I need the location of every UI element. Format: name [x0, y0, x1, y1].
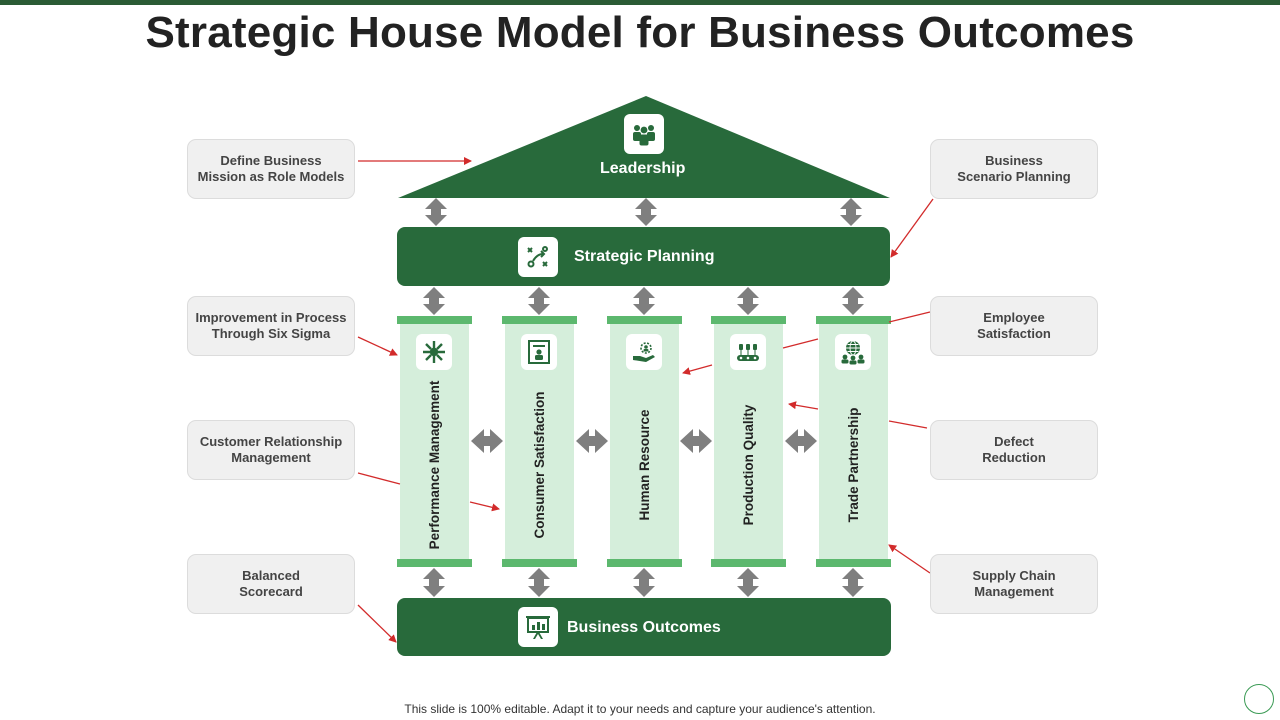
connector-supply-chain	[888, 544, 931, 574]
planning-pillar-arrow-4	[737, 287, 759, 315]
pillar-link-arrow-2	[576, 429, 608, 453]
pillar-link-arrow-4	[785, 429, 817, 453]
pillar-foundation-arrow-4	[737, 568, 759, 597]
planning-pillar-arrow-1	[423, 287, 445, 315]
planning-pillar-arrow-5	[842, 287, 864, 315]
connector-employee	[888, 311, 931, 323]
customer-board-icon	[521, 334, 557, 370]
pillar-link-arrow-1	[471, 429, 503, 453]
callout-customer-relationship: Customer Relationship Management	[187, 420, 355, 480]
pillar-link-arrow-3	[680, 429, 712, 453]
callout-six-sigma: Improvement in Process Through Six Sigma	[187, 296, 355, 356]
pillar-3-label: Human Resource	[637, 409, 652, 521]
slide-title: Strategic House Model for Business Outco…	[145, 8, 1135, 57]
production-line-icon	[730, 334, 766, 370]
top-accent-bar	[0, 0, 1280, 5]
roof-label: Leadership	[600, 160, 686, 177]
hand-person-icon	[626, 334, 662, 370]
callout-supply-chain: Supply Chain Management	[930, 554, 1098, 614]
pillar-2-label: Consumer Satisfaction	[532, 391, 547, 539]
planning-pillar-arrow-2	[528, 287, 550, 315]
connector-scorecard	[357, 604, 397, 643]
connector-defect	[888, 420, 928, 429]
planning-pillar-arrow-3	[633, 287, 655, 315]
connector-employee-2	[782, 338, 819, 349]
connector-scenario	[890, 198, 934, 258]
callout-scenario-planning: Business Scenario Planning	[930, 139, 1098, 199]
strategic-planning-label: Strategic Planning	[574, 248, 715, 265]
callout-defect-reduction: Defect Reduction	[930, 420, 1098, 480]
pillar-4-label: Production Quality	[741, 404, 756, 526]
pillar-5-label: Trade Partnership	[846, 407, 861, 523]
callout-define-mission: Define Business Mission as Role Models	[187, 139, 355, 199]
connector-crm-2	[469, 501, 500, 512]
team-icon	[624, 114, 664, 154]
connector-employee-3	[682, 364, 713, 375]
network-arrows-icon	[416, 334, 452, 370]
roof-planning-arrow-1	[425, 198, 447, 226]
pillar-foundation-arrow-1	[423, 568, 445, 597]
roof-planning-arrow-2	[635, 198, 657, 226]
connector-six-sigma	[357, 336, 398, 356]
pillar-foundation-arrow-2	[528, 568, 550, 597]
presentation-chart-icon	[518, 607, 558, 647]
globe-people-icon	[835, 334, 871, 370]
callout-employee-satisfaction: Employee Satisfaction	[930, 296, 1098, 356]
corner-circle-decoration	[1244, 684, 1274, 714]
connector-defect-2	[788, 401, 819, 410]
roof-planning-arrow-3	[840, 198, 862, 226]
footer-note: This slide is 100% editable. Adapt it to…	[404, 702, 876, 716]
strategy-icon	[518, 237, 558, 277]
business-outcomes-label: Business Outcomes	[567, 619, 721, 636]
pillar-foundation-arrow-3	[633, 568, 655, 597]
business-outcomes-band	[397, 598, 891, 656]
pillar-1-label: Performance Management	[427, 380, 442, 550]
connector-crm	[357, 472, 401, 485]
pillar-foundation-arrow-5	[842, 568, 864, 597]
callout-balanced-scorecard: Balanced Scorecard	[187, 554, 355, 614]
strategic-planning-band	[397, 227, 890, 286]
